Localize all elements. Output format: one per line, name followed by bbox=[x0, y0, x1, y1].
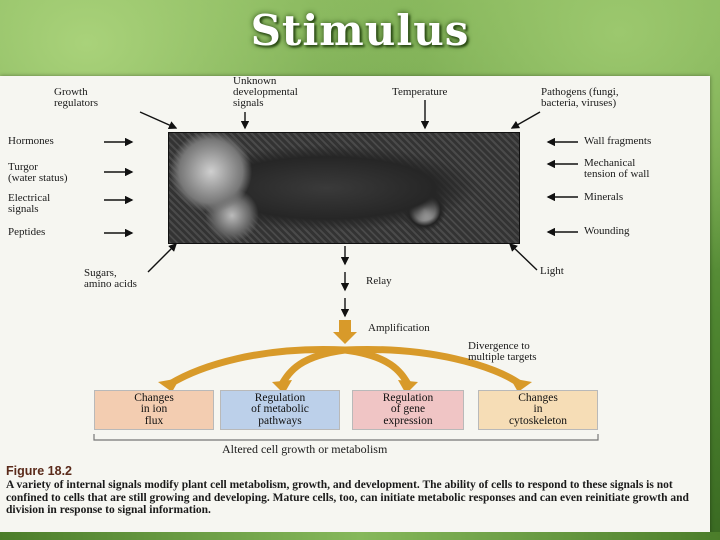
label-peptides: Peptides bbox=[8, 226, 46, 238]
label-divergence: Divergence to multiple targets bbox=[468, 340, 537, 363]
label-electrical-signals: Electrical signals bbox=[8, 192, 51, 215]
label-mechanical-tension: Mechanical tension of wall bbox=[584, 157, 650, 180]
label-temperature: Temperature bbox=[392, 86, 448, 98]
label-unknown-signals: Unknown developmental signals bbox=[233, 75, 298, 109]
divergence-arrowheads bbox=[158, 378, 532, 394]
divergence-arrows bbox=[166, 346, 524, 388]
figure-caption-heading: Figure 18.2 bbox=[6, 464, 72, 478]
box-ion-flux: Changes in ion flux bbox=[94, 390, 214, 430]
box-cytoskeleton: Changes in cytoskeleton bbox=[478, 390, 598, 430]
label-hormones: Hormones bbox=[8, 135, 54, 147]
box-gene-expression: Regulation of gene expression bbox=[352, 390, 464, 430]
label-outcome: Altered cell growth or metabolism bbox=[222, 442, 388, 456]
label-turgor: Turgor (water status) bbox=[8, 161, 68, 184]
label-pathogens: Pathogens (fungi, bacteria, viruses) bbox=[541, 86, 619, 109]
cell-micrograph bbox=[168, 132, 520, 244]
outcome-bracket bbox=[93, 434, 599, 441]
label-minerals: Minerals bbox=[584, 191, 624, 203]
label-relay: Relay bbox=[366, 275, 392, 287]
label-growth-regulators: Growth regulators bbox=[54, 86, 98, 109]
label-amplification: Amplification bbox=[368, 322, 430, 334]
label-wall-fragments: Wall fragments bbox=[584, 135, 652, 147]
figure-page: Growth regulators Hormones Turgor (water… bbox=[0, 76, 710, 538]
amplification-arrow bbox=[333, 320, 357, 344]
label-sugars-amino-acids: Sugars, amino acids bbox=[84, 267, 137, 290]
label-wounding: Wounding bbox=[584, 225, 630, 237]
figure-caption: A variety of internal signals modify pla… bbox=[6, 479, 689, 516]
arrows-layer bbox=[93, 100, 599, 441]
input-arrows bbox=[104, 100, 578, 318]
grass-bottom-strip bbox=[0, 532, 720, 540]
label-light: Light bbox=[540, 265, 564, 277]
slide-title: Stimulus bbox=[250, 6, 470, 55]
box-metabolic-pathways: Regulation of metabolic pathways bbox=[220, 390, 340, 430]
